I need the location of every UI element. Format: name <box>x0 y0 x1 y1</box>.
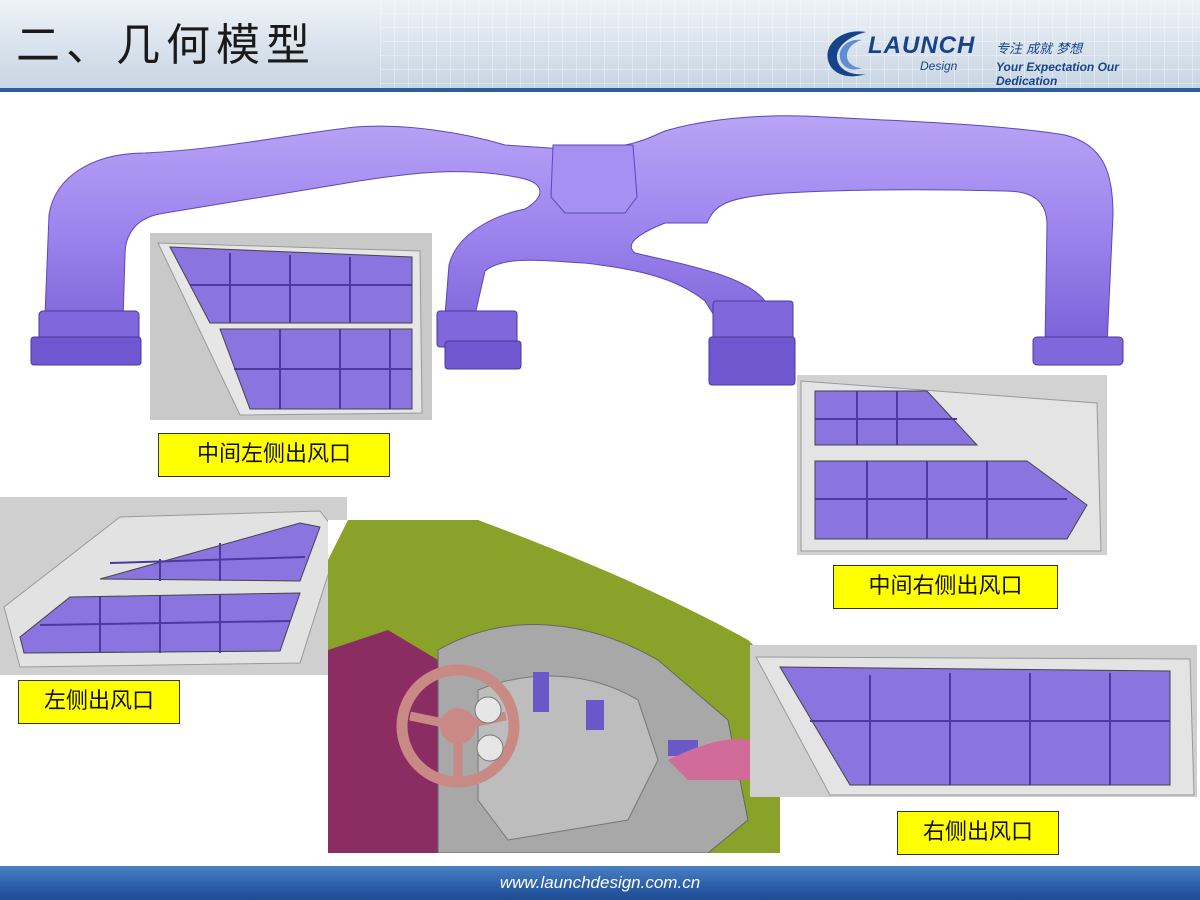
brand-logo: LAUNCH Design 专注 成就 梦想 Your Expectation … <box>822 26 1182 88</box>
right-vent-image <box>750 645 1197 797</box>
center-left-vent-image <box>150 233 432 420</box>
center-right-vent-image <box>797 375 1107 555</box>
label-right-vent: 右侧出风口 <box>897 811 1059 855</box>
brand-sub: Design <box>920 59 958 73</box>
page-title: 二、几何模型 <box>16 20 316 71</box>
footer-band: www.launchdesign.com.cn <box>0 866 1200 900</box>
header-rule <box>0 88 1200 92</box>
header-band: 二、几何模型 LAUNCH Design 专注 成就 梦想 Your Expec… <box>0 0 1200 92</box>
launch-swoosh-icon <box>827 31 866 77</box>
slogan-cn: 专注 成就 梦想 <box>996 42 1083 57</box>
slogan-en: Your Expectation Our Dedication <box>996 60 1119 88</box>
label-center-left-vent: 中间左侧出风口 <box>158 433 390 477</box>
left-vent-image <box>0 497 347 675</box>
footer-url: www.launchdesign.com.cn <box>499 873 701 892</box>
label-left-vent: 左侧出风口 <box>18 680 180 724</box>
duct-model-image <box>30 115 1124 386</box>
dashboard-scene-image <box>328 520 780 853</box>
label-center-right-vent: 中间右侧出风口 <box>833 565 1058 609</box>
header-pattern <box>380 0 1200 88</box>
brand-name: LAUNCH <box>868 32 976 59</box>
